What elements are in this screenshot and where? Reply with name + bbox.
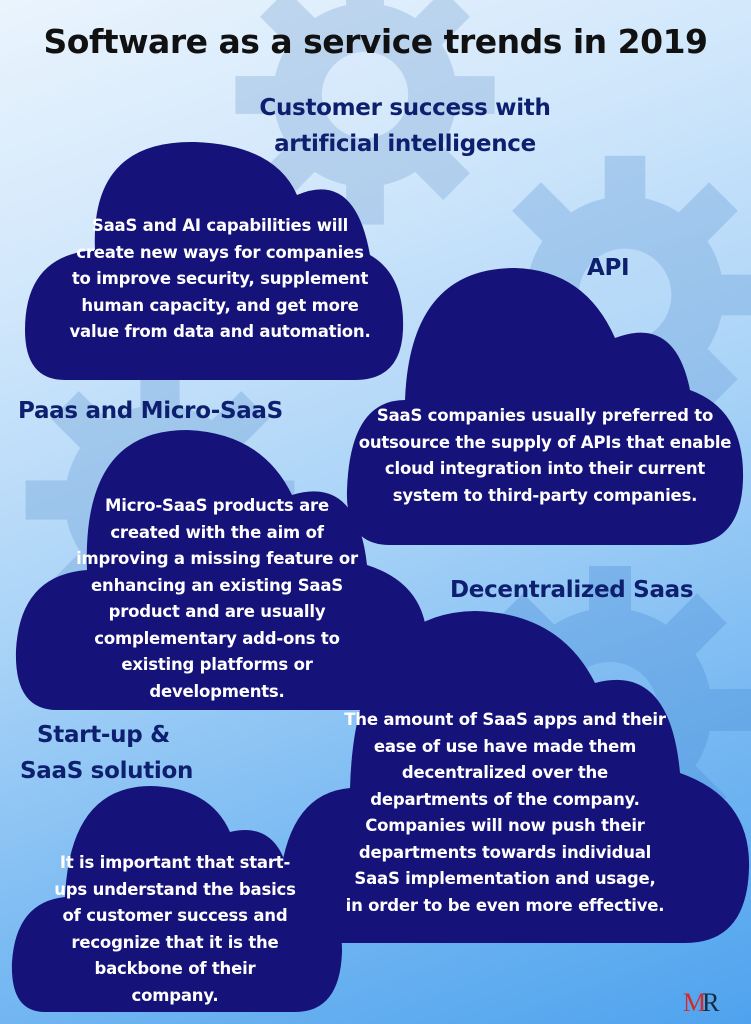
cloud-icon bbox=[346, 268, 744, 545]
section-body-paas: Micro-SaaS products are created with the… bbox=[76, 496, 358, 701]
logo-letter-m: M bbox=[683, 988, 706, 1017]
section-body-decentralized: The amount of SaaS apps and their ease o… bbox=[344, 710, 666, 915]
cloud-startup: It is important that start- ups understa… bbox=[10, 782, 345, 1017]
section-heading-startup: Start-up & SaaS solution bbox=[20, 722, 194, 784]
section-heading-decentralized: Decentralized Saas bbox=[450, 577, 694, 603]
section-heading-api: API bbox=[587, 255, 630, 281]
section-body-api: SaaS companies usually preferred to outs… bbox=[358, 406, 732, 505]
cloud-icon bbox=[25, 141, 404, 380]
brand-logo: MR bbox=[683, 988, 720, 1018]
cloud-ai: SaaS and AI capabilities will create new… bbox=[25, 140, 405, 385]
section-heading-ai: Customer success with artificial intelli… bbox=[259, 95, 551, 157]
cloud-paas: Micro-SaaS products are created with the… bbox=[12, 425, 432, 715]
section-body-startup: It is important that start- ups understa… bbox=[54, 853, 296, 1005]
cloud-icon bbox=[279, 611, 750, 943]
cloud-api: SaaS companies usually preferred to outs… bbox=[345, 260, 745, 550]
cloud-icon bbox=[11, 786, 343, 1012]
section-body-ai: SaaS and AI capabilities will create new… bbox=[69, 216, 371, 341]
cloud-decentralized: The amount of SaaS apps and their ease o… bbox=[275, 608, 751, 948]
page-title: Software as a service trends in 2019 bbox=[43, 22, 709, 61]
cloud-icon bbox=[15, 430, 428, 710]
section-heading-paas: Paas and Micro-SaaS bbox=[18, 398, 283, 424]
logo-letter-r: R bbox=[702, 988, 719, 1017]
